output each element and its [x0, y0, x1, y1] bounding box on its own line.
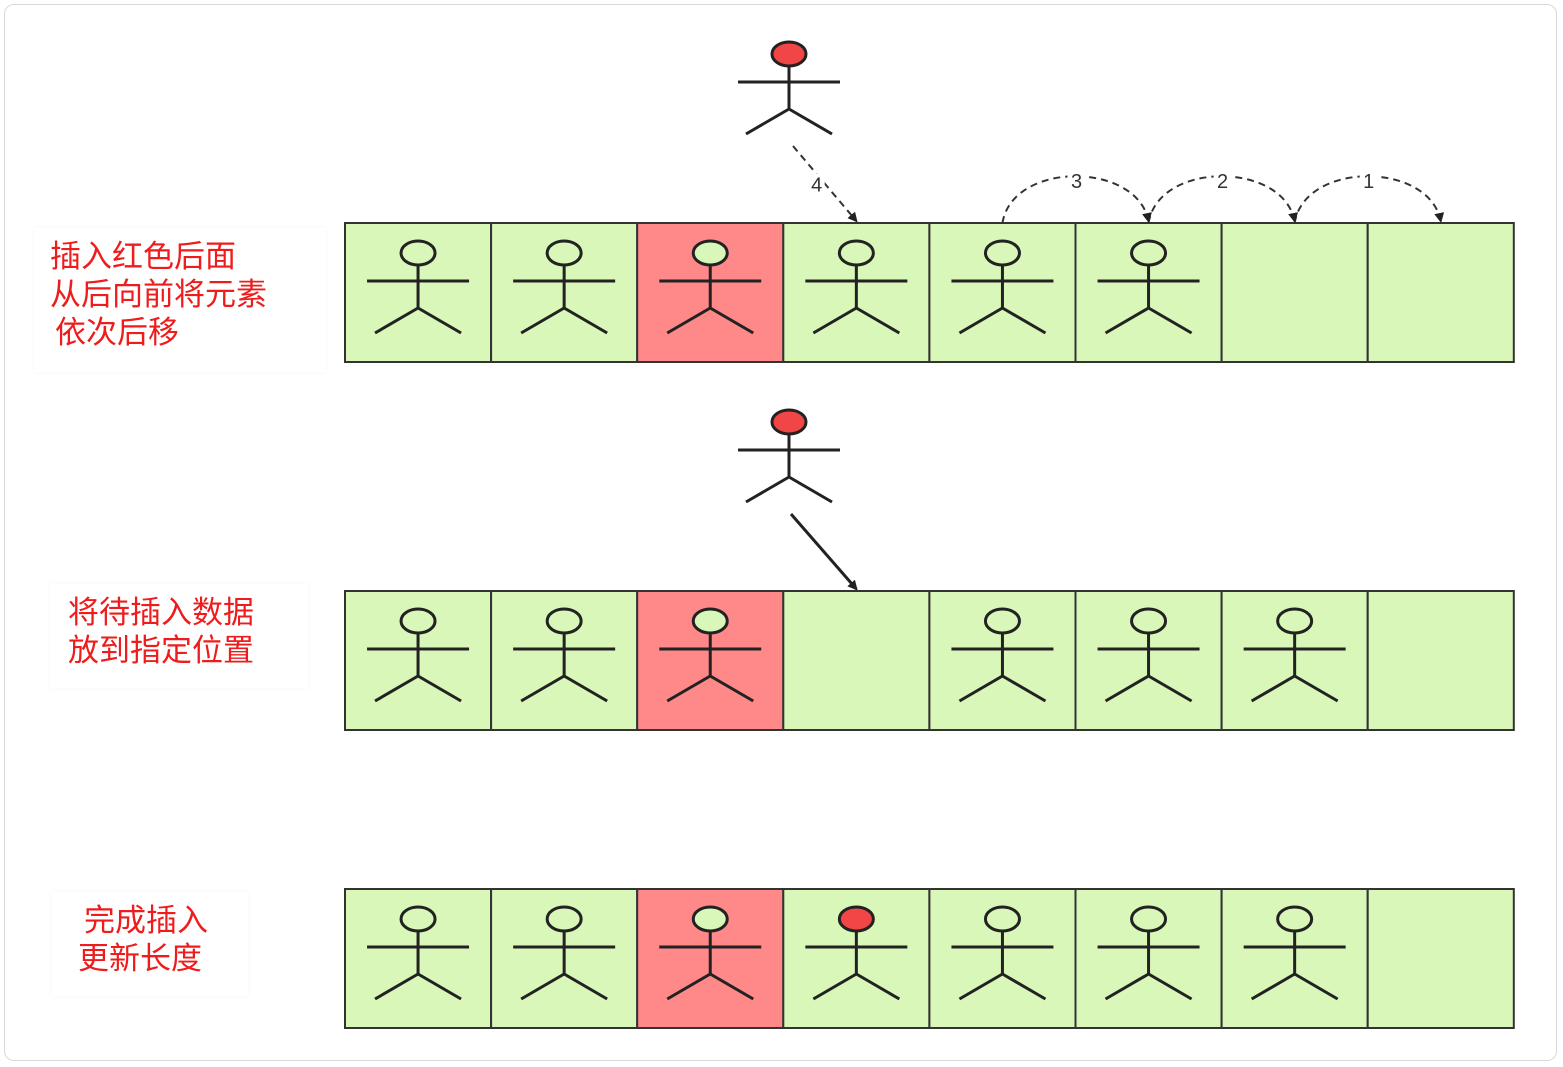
- step3-label-line2: 更新长度: [78, 941, 202, 977]
- person-icon: [367, 905, 470, 1001]
- person-icon: [513, 905, 616, 1001]
- person-icon: [1097, 905, 1200, 1001]
- move-order-label: 4: [811, 175, 822, 197]
- person-icon: [805, 239, 908, 335]
- person-icon: [659, 607, 762, 703]
- array-cell: [490, 222, 639, 363]
- step2-label-line1: 将待插入数据: [68, 595, 254, 631]
- person-icon: [659, 905, 762, 1001]
- array-cell: [636, 590, 785, 731]
- array-cell: [782, 222, 931, 363]
- person-icon: [951, 607, 1054, 703]
- array-cell: [782, 590, 931, 731]
- array-cell: [928, 222, 1077, 363]
- new-element-person-icon: [738, 40, 840, 136]
- array-cell: [928, 590, 1077, 731]
- array-cell: [1366, 590, 1515, 731]
- array-cell: [490, 888, 639, 1029]
- array-cell: [344, 590, 493, 731]
- array-cell: [490, 590, 639, 731]
- move-order-label: 3: [1071, 171, 1082, 193]
- step3-label: 完成插入 更新长度: [52, 892, 248, 996]
- array-cell: [1220, 222, 1369, 363]
- person-icon: [1097, 239, 1200, 335]
- array-cell: [344, 222, 493, 363]
- step1-label: 插入红色后面 从后向前将元素 依次后移: [34, 228, 326, 372]
- array-cell: [636, 222, 785, 363]
- person-icon: [1243, 607, 1346, 703]
- person-icon: [367, 607, 470, 703]
- array-row-1: [344, 222, 1515, 363]
- person-icon: [659, 239, 762, 335]
- array-cell: [636, 888, 785, 1029]
- person-icon: [513, 239, 616, 335]
- person-icon: [513, 607, 616, 703]
- diagram-frame: [4, 4, 1557, 1061]
- person-icon: [951, 239, 1054, 335]
- array-cell: [344, 888, 493, 1029]
- person-icon: [367, 239, 470, 335]
- person-icon: [951, 905, 1054, 1001]
- step2-label-line2: 放到指定位置: [68, 633, 254, 669]
- step3-label-line1: 完成插入: [84, 903, 208, 939]
- array-cell: [928, 888, 1077, 1029]
- step1-label-line1: 插入红色后面: [50, 239, 236, 275]
- array-cell: [1074, 590, 1223, 731]
- array-cell: [1220, 590, 1369, 731]
- person-icon: [1097, 607, 1200, 703]
- array-row-3: [344, 888, 1515, 1029]
- array-cell: [1074, 222, 1223, 363]
- array-cell: [1074, 888, 1223, 1029]
- move-order-label: 2: [1217, 171, 1228, 193]
- step1-label-line3: 依次后移: [55, 315, 179, 351]
- array-cell: [1366, 888, 1515, 1029]
- array-cell: [1220, 888, 1369, 1029]
- insert-arrow: [789, 513, 858, 591]
- step1-label-line2: 从后向前将元素: [50, 277, 267, 313]
- person-icon: [1243, 905, 1346, 1001]
- array-cell: [1366, 222, 1515, 363]
- new-element-person-icon: [738, 408, 840, 504]
- array-row-2: [344, 590, 1515, 731]
- move-order-label: 1: [1363, 171, 1374, 193]
- inserted-person-icon: [805, 905, 908, 1001]
- step2-label: 将待插入数据 放到指定位置: [50, 584, 308, 688]
- array-cell: [782, 888, 931, 1029]
